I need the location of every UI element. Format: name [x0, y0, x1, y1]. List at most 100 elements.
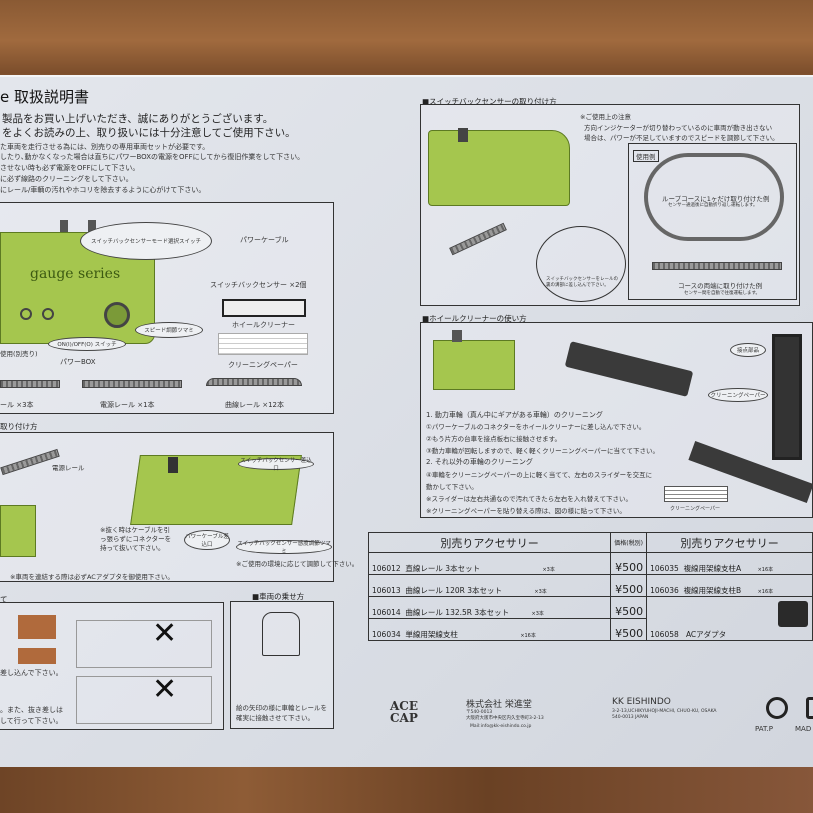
- accessories-table: 別売りアクセサリー 価格(税別) 別売りアクセサリー 106012 直線レール …: [367, 532, 813, 641]
- note-line: に必ず線路のクリーニングをして下さい。: [0, 175, 133, 183]
- speed-dial-icon: [104, 302, 130, 328]
- adjust-note: ※ご使用の環境に応じて調節して下さい。: [236, 560, 359, 568]
- company-en: KK EISHINDO: [612, 697, 671, 707]
- product-price: ¥500: [610, 618, 648, 641]
- both-label: コースの両端に取り付けた例: [678, 282, 763, 290]
- ng-icon: ✕: [152, 672, 178, 707]
- product-name: ACアダプタ: [685, 630, 727, 639]
- curved-rail: [206, 378, 302, 386]
- rail-label: 曲線レール ×12本: [225, 401, 284, 409]
- product-code: 106036: [650, 586, 679, 595]
- step: 2. それ以外の車輪のクリーニング: [426, 458, 533, 466]
- loop-sub: センサー通過後に自動折り返し運転します。: [668, 203, 758, 208]
- loop-track: [644, 153, 784, 241]
- product-qty: ×16本: [757, 589, 774, 595]
- knob-icon: [88, 220, 96, 232]
- cleaning-paper-illustration: [664, 486, 728, 502]
- join-text: 差し込んで下さい。: [0, 669, 63, 677]
- brand-logo: gauge series: [30, 266, 121, 282]
- dial-icon: [168, 457, 178, 473]
- callout-onoff: ON(I)/OFF(O) スイッチ: [48, 337, 126, 351]
- wheel-cleaner-illustration: [222, 299, 306, 317]
- step: ※クリーニングペーパーを貼り替える際は、図の様に貼って下さい。: [426, 507, 626, 515]
- section-title: 取り付け方: [0, 422, 38, 431]
- loop-label: ループコースに1ヶだけ取り付けた例: [662, 195, 770, 203]
- straight-track: [652, 262, 782, 270]
- item-sensor: スイッチバックセンサー ×2個: [210, 281, 307, 289]
- recycle-mark-icon: [806, 697, 813, 719]
- callout-contact: 接点部品: [730, 343, 766, 357]
- product-price: ¥500: [610, 596, 648, 619]
- note-line: させない時も必ず電源をOFFにして下さい。: [0, 164, 140, 172]
- page-title: e 取扱説明書: [0, 88, 89, 106]
- note-line: にレール/車輌の汚れやホコリを除去するように心がけて下さい。: [0, 186, 206, 194]
- note-line: したり､動かなくなった場合は直ちにパワーBOXの電源をOFFにしてから復旧作業を…: [0, 153, 305, 161]
- power-rail: [82, 380, 182, 388]
- straight-rail: [0, 380, 60, 388]
- patent-label: PAT.P: [755, 725, 773, 733]
- callout-adjust: スイッチバックセンサー感度調節ツマミ: [236, 540, 332, 555]
- product-code: 106014: [372, 608, 401, 617]
- product-name: 複線用架線支柱A: [683, 564, 742, 573]
- postal-en: 540-0013 JAPAN: [612, 715, 649, 720]
- car-panel: [230, 601, 334, 729]
- accessories-header: 別売りアクセサリー: [367, 532, 612, 553]
- wrong-example: [76, 620, 212, 668]
- callout-speed: スピード調節ツマミ: [135, 322, 203, 338]
- product-name: 直線レール 3本セット: [405, 564, 481, 573]
- step: ④車輪をクリーニングペーパーの上に軽く当てて、左右のスライダーを交互に: [426, 471, 653, 479]
- power-rail-label: 電源レール: [52, 464, 85, 472]
- table-row: 106012 直線レール 3本セット ×3本 ¥500 106035 複線用架線…: [367, 552, 813, 575]
- step: 1. 動力車輪（真ん中にギアがある車輪）のクリーニング: [426, 411, 603, 419]
- product-price: ¥500: [610, 574, 648, 597]
- jack-icon: [20, 308, 32, 320]
- callout-cable-port: パワーケーブル差込口: [184, 530, 230, 550]
- table-row: 106014 曲線レール 132.5R 3本セット ×3本 ¥500 10605…: [367, 596, 813, 641]
- product-name: 単線用架線支柱: [405, 630, 458, 639]
- address-en: 3-2-13,UCHIKYUHOJI-MACHI, CHUO-KU, OSAKA: [612, 709, 717, 714]
- rail-label: 電源レール ×1本: [100, 401, 155, 409]
- power-box-illustration: [433, 340, 515, 390]
- postal: 〒540-0013: [466, 710, 493, 715]
- paper-label: クリーニングペーパー: [670, 506, 720, 512]
- callout-paper: クリーニングペーパー: [708, 388, 768, 402]
- step: ※スライダーは左右共通なので汚れてきたら左右を入れ替えて下さい。: [426, 495, 632, 503]
- step: 動かして下さい。: [426, 483, 478, 491]
- caution-text: 方向インジケーターが切り替わっているのに車両が動き出さない: [584, 124, 773, 132]
- train-front-illustration: [262, 612, 300, 656]
- product-code: 106058: [650, 630, 679, 639]
- example-box: [628, 143, 797, 300]
- rail-joiner-illustration: [18, 648, 56, 664]
- table-row: 106034 単線用架線支柱 ×16本 ¥500: [367, 618, 813, 641]
- address-jp: 大阪府大阪市中央区内久宝寺町3-2-13: [466, 716, 544, 721]
- product-price: ¥500: [610, 552, 648, 575]
- product-qty: ×16本: [520, 633, 536, 639]
- product-name: 曲線レール 120R 3本セット: [405, 586, 502, 595]
- table-row: 106013 曲線レール 120R 3本セット ×3本 ¥500 106036 …: [367, 574, 813, 597]
- callout-switch: スイッチバックセンサーモード選択スイッチ: [80, 222, 212, 260]
- power-box-small: [0, 505, 36, 557]
- mail: Mail:info@kk-eishindo.co.jp: [470, 724, 532, 729]
- separate-label: 使用(別売り): [0, 350, 38, 358]
- ac-adapter-illustration: [778, 601, 808, 627]
- section-title: て: [0, 595, 8, 604]
- dial-icon: [452, 330, 462, 342]
- power-box-illustration: [428, 130, 570, 206]
- made-label: MAD: [795, 725, 812, 733]
- caution-text: 場合は、パワーが不足していますのでスピードを調節して下さい。: [584, 134, 779, 142]
- note-line: た車両を走行させる為には、別売りの専用車両セットが必要です。: [0, 143, 210, 151]
- join-text: して行って下さい。: [0, 717, 63, 725]
- item-cleaning-paper: クリーニングペーパー: [228, 361, 298, 369]
- both-sub: センサー間を自動で往復運転します。: [684, 291, 761, 296]
- company-jp: 株式会社 栄進堂: [466, 700, 532, 710]
- product-code: 106013: [372, 586, 401, 595]
- jack-icon: [42, 308, 54, 320]
- cleaner-top-view: [772, 334, 802, 460]
- product-code: 106035: [650, 564, 679, 573]
- join-text: 。また、抜き差しは: [0, 706, 63, 714]
- rail-label: ール ×3本: [0, 401, 34, 409]
- section-title: ■スイッチバックセンサーの取り付け方: [422, 97, 557, 106]
- product-code: 106034: [372, 630, 401, 639]
- car-text: 絵の矢印の様に車輪とレールを確実に接触させて下さい。: [236, 704, 327, 722]
- wood-surface: [0, 765, 813, 813]
